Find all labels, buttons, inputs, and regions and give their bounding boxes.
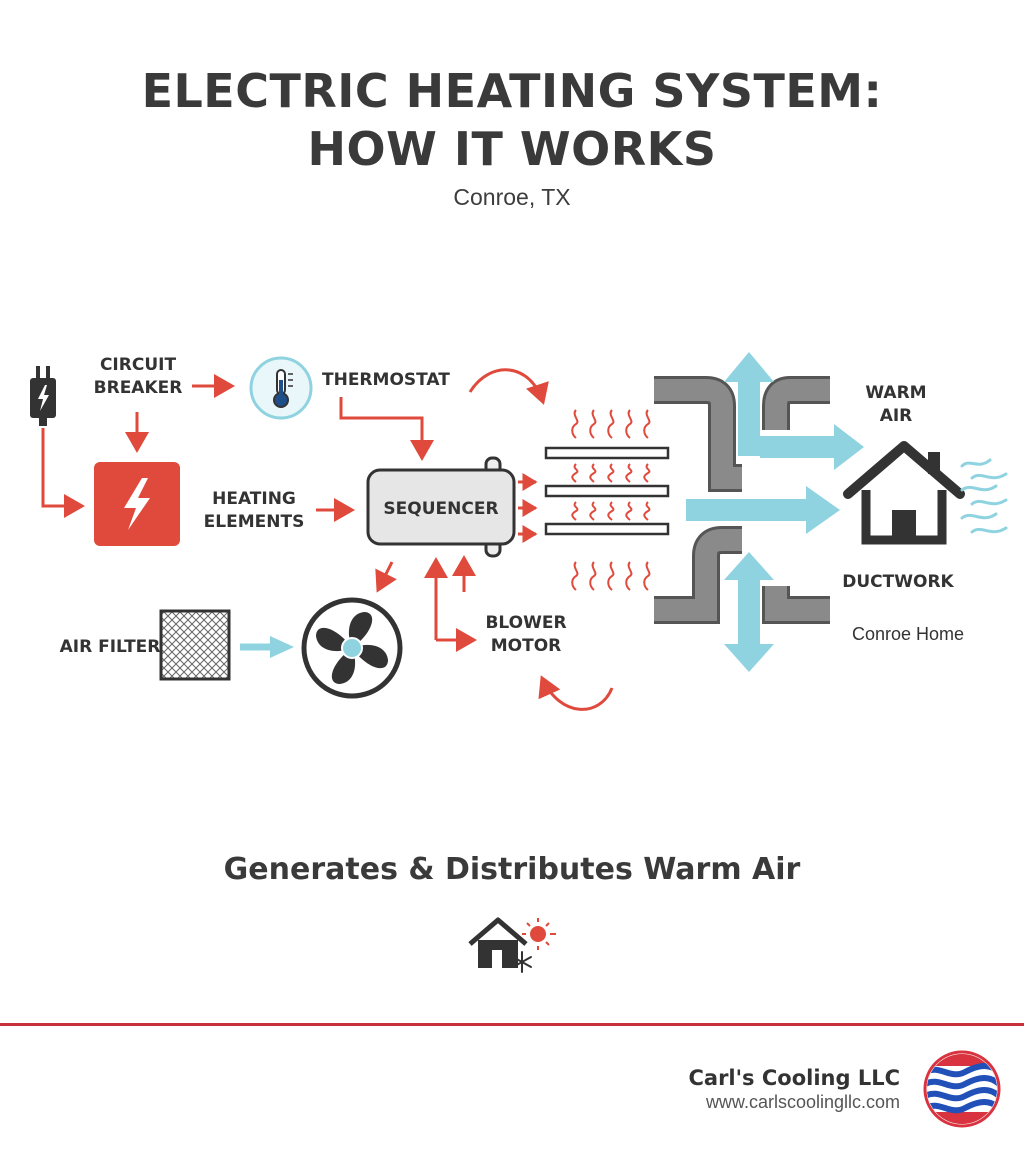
heating-elements-label-1: HEATING	[212, 489, 296, 509]
plug-icon	[30, 366, 56, 426]
heat-wave	[589, 501, 597, 521]
heat-wave	[607, 501, 615, 521]
warm-air-label-2: AIR	[880, 406, 913, 426]
heat-wave	[589, 561, 597, 591]
house-icon	[843, 441, 965, 545]
heat-wave	[625, 501, 633, 521]
subtitle: Conroe, TX	[453, 184, 571, 210]
heat-wave	[625, 561, 633, 591]
heat-wave	[625, 463, 633, 483]
arrow-thermostat-to-sequencer	[339, 397, 434, 461]
air-filter-label: AIR FILTER	[60, 637, 161, 657]
curved-arrow-bottom	[538, 675, 614, 711]
warm-air-flow-arrows	[686, 352, 864, 672]
thermostat-label: THERMOSTAT	[322, 370, 450, 390]
heat-wave	[625, 409, 633, 439]
circuit-breaker-label-2: BREAKER	[94, 378, 183, 398]
circuit-breaker-icon	[94, 462, 180, 546]
tagline: Generates & Distributes Warm Air	[223, 852, 801, 887]
ductwork-label: DUCTWORK	[842, 572, 954, 592]
air-filter-icon	[159, 609, 231, 681]
heating-elements-icon	[544, 409, 670, 591]
heat-wave	[571, 463, 579, 483]
heat-wave	[607, 463, 615, 483]
air-wave-lines	[960, 458, 1008, 534]
snowflake-icon	[512, 951, 532, 973]
warm-air-label-1: WARM	[865, 383, 926, 403]
conroe-home-label: Conroe Home	[852, 624, 964, 644]
ductwork-icon	[654, 376, 830, 624]
title-line-2: HOW IT WORKS	[307, 122, 717, 176]
blower-motor-label-2: MOTOR	[491, 636, 562, 656]
footer-divider	[0, 1023, 1024, 1026]
heat-wave	[589, 463, 597, 483]
heat-wave	[571, 561, 579, 591]
heat-wave	[643, 501, 651, 521]
company-name: Carl's Cooling LLC	[688, 1066, 900, 1090]
heat-wave	[643, 561, 651, 591]
heat-wave	[607, 561, 615, 591]
circuit-breaker-label-1: CIRCUIT	[100, 355, 176, 375]
thermostat-icon	[249, 356, 313, 420]
sequencer-box	[366, 456, 516, 558]
curved-arrow-top	[468, 368, 549, 405]
air-flow-filter-to-fan-head	[270, 636, 294, 658]
arrow-seq-to-fan	[375, 561, 397, 593]
wire-arrow	[41, 428, 85, 518]
heat-wave	[643, 463, 651, 483]
heat-wave	[571, 409, 579, 439]
home-comfort-icon	[468, 917, 556, 973]
company-logo	[923, 1050, 1001, 1128]
heat-wave	[607, 409, 615, 439]
heat-wave	[571, 501, 579, 521]
blower-fan-icon	[301, 597, 403, 699]
heat-wave	[643, 409, 651, 439]
sequencer-label: SEQUENCER	[383, 499, 498, 519]
title-line-1: ELECTRIC HEATING SYSTEM:	[141, 64, 883, 118]
company-website[interactable]: www.carlscoolingllc.com	[705, 1092, 900, 1112]
heating-elements-label-2: ELEMENTS	[204, 512, 305, 532]
blower-motor-label-1: BLOWER	[485, 613, 566, 633]
heat-wave	[589, 409, 597, 439]
